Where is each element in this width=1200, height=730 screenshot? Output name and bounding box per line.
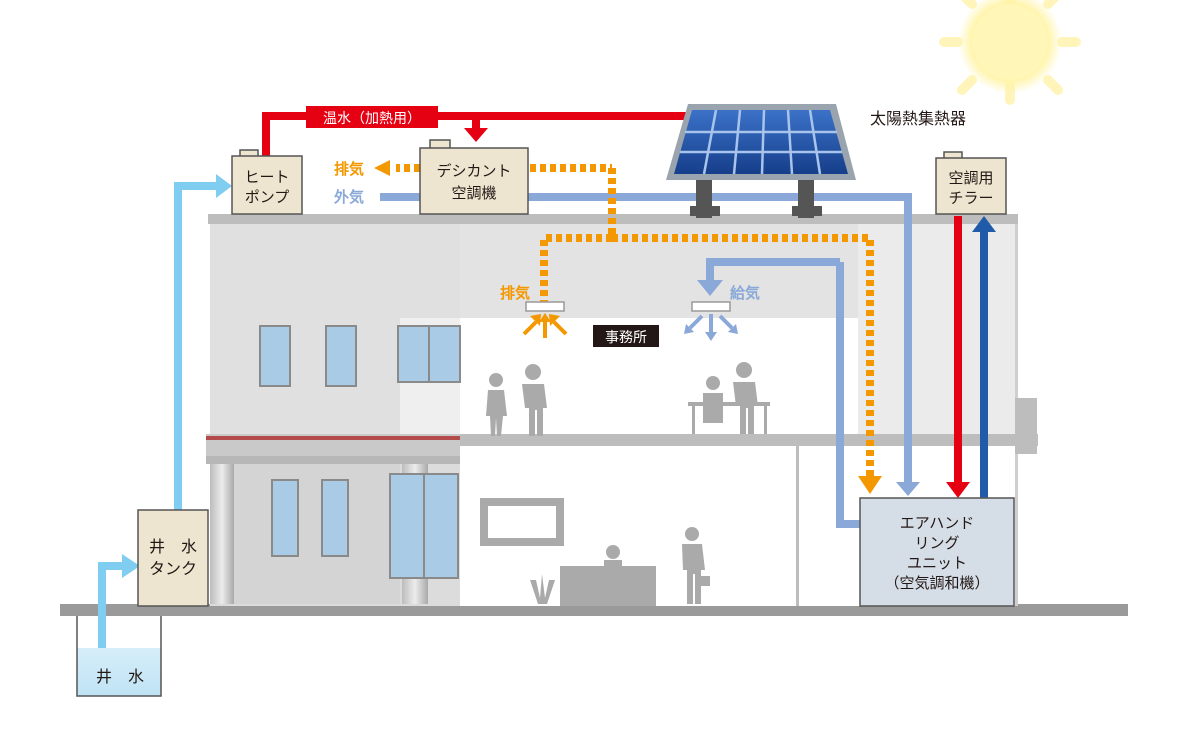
hot-water-label: 温水（加熱用） bbox=[323, 111, 421, 127]
exhaust-duct bbox=[396, 164, 874, 478]
exhaust-diffuser bbox=[522, 301, 568, 338]
well-water-label: 井 水 bbox=[96, 667, 144, 686]
supply-diffuser bbox=[684, 301, 738, 341]
desiccant-ac-unit: デシカント 空調機 bbox=[419, 139, 529, 215]
ground-line bbox=[60, 604, 1128, 616]
well-to-tank-arrow bbox=[122, 554, 140, 578]
ahu-label-line1: エアハンド bbox=[900, 514, 974, 532]
sun-icon bbox=[939, 0, 1081, 105]
exhaust-arrow-down bbox=[858, 476, 882, 494]
tank-label-line1: 井 水 bbox=[149, 537, 197, 556]
chiller-supply-arrow bbox=[946, 482, 970, 498]
chiller-unit: 空調用 チラー bbox=[935, 151, 1007, 215]
solar-collector bbox=[666, 104, 856, 218]
well: 井 水 bbox=[76, 616, 162, 697]
outside-air-duct bbox=[380, 193, 912, 528]
tank-to-heatpump-arrow bbox=[216, 174, 232, 198]
well-water-pipe bbox=[98, 182, 218, 652]
heat-pump-label-line2: ポンプ bbox=[245, 188, 290, 206]
building-facade bbox=[206, 214, 1038, 606]
ahu-label-line2: リング bbox=[914, 534, 959, 552]
desiccant-label-line1: デシカント bbox=[436, 162, 511, 180]
exhaust-arrow-left bbox=[374, 160, 390, 176]
chiller-label-line2: チラー bbox=[948, 189, 993, 207]
heat-pump-unit: ヒート ポンプ bbox=[231, 149, 303, 215]
ahu-label-line4: （空気調和機） bbox=[884, 574, 989, 592]
chiller-label-line1: 空調用 bbox=[948, 169, 993, 187]
air-handling-unit: エアハンド リング ユニット （空気調和機） bbox=[859, 497, 1015, 607]
supply-arrow-down bbox=[697, 280, 723, 296]
office-people-2f bbox=[486, 362, 770, 436]
hot-water-label-box: 温水（加熱用） bbox=[306, 106, 438, 128]
supply-label: 給気 bbox=[730, 284, 760, 302]
office-label: 事務所 bbox=[605, 330, 647, 346]
well-water-tank: 井 水 タンク bbox=[137, 509, 209, 607]
floor-slab bbox=[458, 434, 1038, 446]
office-people-1f bbox=[480, 498, 710, 606]
outside-air-arrow-down bbox=[896, 482, 920, 496]
heat-pump-label-line1: ヒート bbox=[244, 168, 289, 186]
exhaust-label-room: 排気 bbox=[500, 284, 530, 302]
office-label-box: 事務所 bbox=[593, 325, 659, 347]
tank-label-line2: タンク bbox=[149, 559, 197, 578]
exhaust-label-top: 排気 bbox=[334, 160, 364, 178]
desiccant-label-line2: 空調機 bbox=[451, 184, 496, 202]
hot-water-pipe bbox=[262, 112, 962, 482]
solar-collector-label: 太陽熱集熱器 bbox=[870, 109, 966, 128]
ahu-label-line3: ユニット bbox=[907, 554, 967, 572]
hot-water-arrow-down bbox=[464, 128, 488, 142]
chilled-water-arrow-up bbox=[972, 216, 996, 232]
outside-air-label: 外気 bbox=[333, 188, 364, 206]
